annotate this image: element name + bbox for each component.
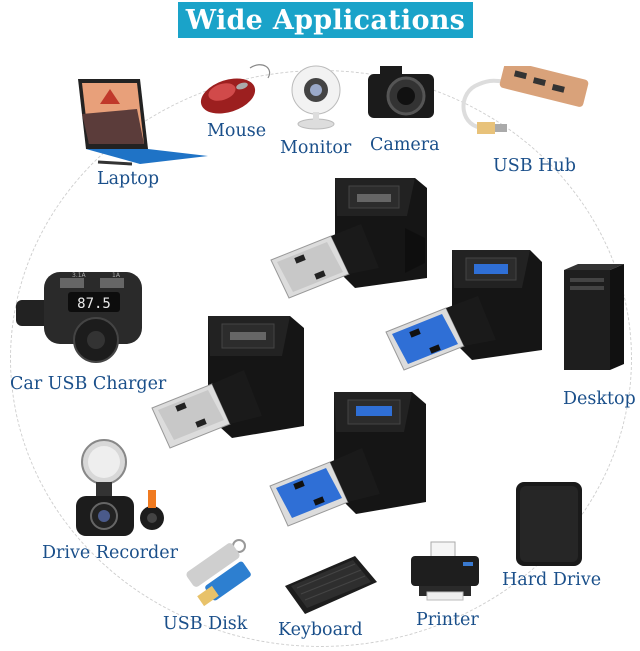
mouse-image (198, 58, 278, 118)
keyboard-image (283, 552, 378, 616)
usb-adapter-black-left (148, 308, 318, 468)
usb-disk-image (175, 538, 255, 610)
camera-image (366, 62, 438, 122)
drive-recorder-image (72, 438, 182, 538)
printer-label: Printer (416, 610, 479, 630)
hard-drive-label: Hard Drive (502, 570, 602, 590)
desktop-tower-image (558, 262, 628, 372)
charger-display-reading: 87.5 (77, 296, 111, 312)
mouse-label: Mouse (207, 121, 267, 141)
page-title-banner: Wide Applications (178, 2, 473, 38)
printer-image (405, 540, 485, 604)
drive-recorder-label: Drive Recorder (42, 543, 178, 563)
hard-drive-image (514, 480, 584, 568)
usb-adapter-black-top (265, 168, 435, 318)
usb-disk-label: USB Disk (163, 614, 248, 634)
car-charger-image: 87.5 3.1A 1A (16, 270, 146, 370)
charger-port-left: 3.1A (72, 272, 87, 279)
keyboard-label: Keyboard (278, 620, 363, 640)
charger-port-right: 1A (112, 272, 121, 279)
laptop-image (70, 74, 210, 169)
car-charger-label: Car USB Charger (10, 374, 167, 394)
desktop-label: Desktop (563, 389, 636, 409)
camera-label: Camera (370, 135, 440, 155)
laptop-label: Laptop (97, 169, 160, 189)
usb-adapter-blue-bottom (262, 384, 432, 544)
usb-hub-label: USB Hub (493, 156, 576, 176)
monitor-label: Monitor (280, 138, 352, 158)
monitor-webcam-image (288, 62, 348, 132)
usb-adapter-blue-right (380, 240, 550, 390)
usb-hub-image (455, 66, 595, 146)
